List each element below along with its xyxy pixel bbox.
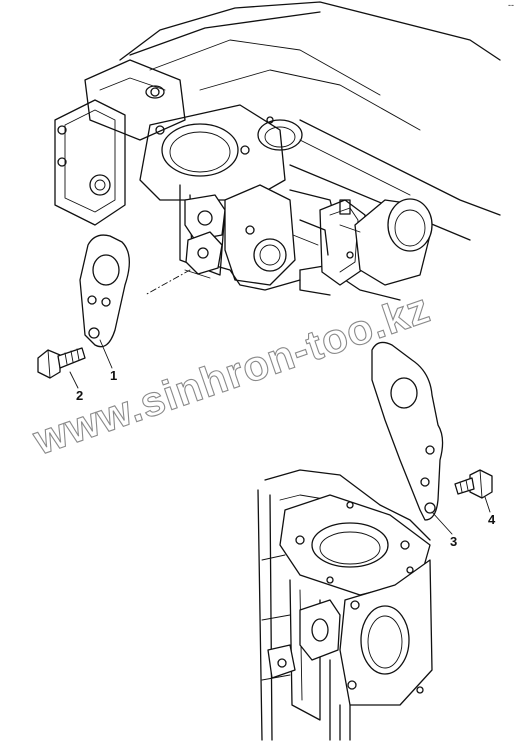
callout-4: 4 xyxy=(488,512,496,527)
callout-2: 2 xyxy=(76,388,83,403)
leader-lines xyxy=(69,339,491,535)
corner-mark: -- xyxy=(508,0,514,10)
engine-block-lower xyxy=(257,469,433,741)
engine-block-upper xyxy=(54,1,501,301)
callout-3: 3 xyxy=(450,534,457,549)
callout-1: 1 xyxy=(110,368,117,383)
bolt-part-2 xyxy=(37,347,86,379)
bolt-part-4 xyxy=(454,469,493,499)
bracket-part-1 xyxy=(79,234,130,348)
bracket-part-3 xyxy=(371,341,444,521)
